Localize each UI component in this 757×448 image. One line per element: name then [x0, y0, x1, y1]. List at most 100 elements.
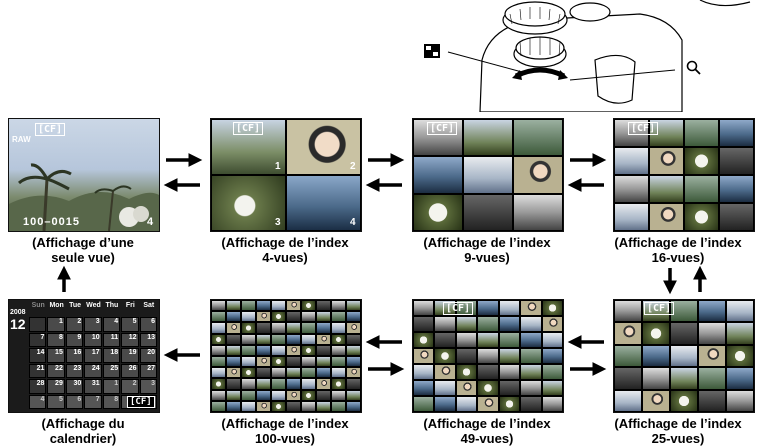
- calendar-day-cell[interactable]: 8: [102, 394, 121, 409]
- thumbnail: [346, 400, 361, 412]
- thumbnail: [463, 156, 513, 194]
- thumbnail: [331, 378, 346, 390]
- single-frame-screen: [CF] RAW 100–0015 4: [8, 118, 160, 232]
- calendar-day-cell[interactable]: 22: [47, 363, 65, 379]
- thumbnail: [726, 389, 754, 412]
- calendar-day-cell[interactable]: 6: [139, 317, 157, 332]
- file-number: 100–0015: [23, 216, 80, 228]
- thumbnail: [271, 300, 286, 312]
- thumbnail: [670, 322, 698, 345]
- calendar-day-cell[interactable]: 18: [102, 348, 121, 363]
- calendar-day-number: 8: [114, 395, 119, 403]
- calendar-day-cell[interactable]: [29, 317, 47, 332]
- thumbnail: [719, 119, 754, 147]
- calendar-day-cell[interactable]: 11: [102, 332, 121, 348]
- thumbnail: [316, 367, 331, 379]
- calendar-day-number: 31: [91, 380, 100, 388]
- thumbnail: [719, 175, 754, 203]
- thumb-number-3: 3: [275, 217, 281, 228]
- calendar-day-cell[interactable]: 5: [47, 394, 65, 409]
- thumbnail: [698, 389, 726, 412]
- calendar-day-cell[interactable]: 8: [47, 332, 65, 348]
- calendar-day-cell[interactable]: 15: [47, 348, 65, 363]
- thumbnail: [614, 175, 649, 203]
- calendar-day-cell[interactable]: 20: [139, 348, 157, 363]
- thumbnail: [434, 396, 456, 412]
- thumbnail: [271, 322, 286, 334]
- calendar-day-cell[interactable]: 3: [139, 379, 157, 394]
- calendar-day-cell[interactable]: 10: [84, 332, 102, 348]
- calendar-day-cell[interactable]: 19: [121, 348, 139, 363]
- calendar-day-cell[interactable]: 26: [121, 363, 139, 379]
- thumbnail: [211, 400, 226, 412]
- index-16-screen: [CF]: [613, 118, 755, 232]
- thumbnail: [316, 378, 331, 390]
- thumbnail: [642, 322, 670, 345]
- calendar-day-cell[interactable]: 25: [102, 363, 121, 379]
- calendar-day-cell[interactable]: 16: [65, 348, 84, 363]
- thumbnail: [698, 300, 726, 323]
- thumbnail: [684, 175, 719, 203]
- thumbnail: [331, 300, 346, 312]
- calendar-day-cell[interactable]: 13: [139, 332, 157, 348]
- calendar-day-number: 2: [132, 380, 137, 388]
- calendar-day-cell[interactable]: 1: [47, 317, 65, 332]
- calendar-day-cell[interactable]: 21: [29, 363, 47, 379]
- calendar-day-cell[interactable]: 7: [29, 332, 47, 348]
- thumbnail: [256, 333, 271, 345]
- calendar-day-cell[interactable]: 27: [139, 363, 157, 379]
- calendar-day-cell[interactable]: 31: [84, 379, 102, 394]
- thumbnail: [513, 156, 563, 194]
- thumbnail: [316, 344, 331, 356]
- calendar-day-cell[interactable]: 6: [65, 394, 84, 409]
- calendar-day-header: Thu: [105, 302, 119, 309]
- calendar-day-cell[interactable]: 29: [47, 379, 65, 394]
- calendar-day-number: 27: [147, 364, 155, 372]
- thumbnail: [684, 203, 719, 231]
- thumbnail: [226, 333, 241, 345]
- calendar-day-header: Mon: [49, 302, 64, 309]
- calendar-day-cell[interactable]: 7: [84, 394, 102, 409]
- calendar-day-number: 3: [151, 380, 155, 388]
- thumbnail: [434, 300, 456, 316]
- calendar-day-cell[interactable]: 9: [65, 332, 84, 348]
- thumbnail: [413, 156, 463, 194]
- calendar-day-cell[interactable]: 23: [65, 363, 84, 379]
- calendar-day-header: Sun: [31, 302, 45, 309]
- calendar-day-cell[interactable]: 30: [65, 379, 84, 394]
- thumbnail: [256, 378, 271, 390]
- card-badge: [CF]: [233, 122, 264, 135]
- calendar-day-number: 16: [73, 349, 82, 357]
- thumbnail: [256, 311, 271, 323]
- calendar-day-cell[interactable]: 5: [121, 317, 139, 332]
- calendar-day-number: 2: [77, 318, 82, 326]
- thumbnail: [316, 300, 331, 312]
- calendar-day-number: 10: [91, 333, 100, 341]
- thumbnail: [614, 367, 642, 390]
- calendar-day-cell[interactable]: 4: [29, 394, 47, 409]
- calendar-day-cell[interactable]: 3: [84, 317, 102, 332]
- thumbnail: [256, 389, 271, 401]
- thumbnail: [434, 348, 456, 364]
- calendar-day-cell[interactable]: 2: [65, 317, 84, 332]
- thumbnail: [477, 300, 499, 316]
- thumbnail: [670, 300, 698, 323]
- calendar-day-cell[interactable]: 17: [84, 348, 102, 363]
- calendar-day-cell[interactable]: 2: [121, 379, 139, 394]
- thumb-grid-9: [413, 119, 563, 231]
- calendar-day-cell[interactable]: 1: [102, 379, 121, 394]
- thumbnail: [331, 389, 346, 401]
- calendar-day-cell[interactable]: 14: [29, 348, 47, 363]
- index-9-screen: [CF]: [412, 118, 564, 232]
- calendar-day-cell[interactable]: 24: [84, 363, 102, 379]
- calendar-day-cell[interactable]: 28: [29, 379, 47, 394]
- calendar-day-cell[interactable]: 4: [102, 317, 121, 332]
- thumbnail: [331, 367, 346, 379]
- thumbnail: [413, 364, 435, 380]
- thumbnail: [271, 367, 286, 379]
- calendar-day-cell[interactable]: 12: [121, 332, 139, 348]
- thumbnail: [256, 367, 271, 379]
- calendar-day-header: Fri: [125, 302, 135, 309]
